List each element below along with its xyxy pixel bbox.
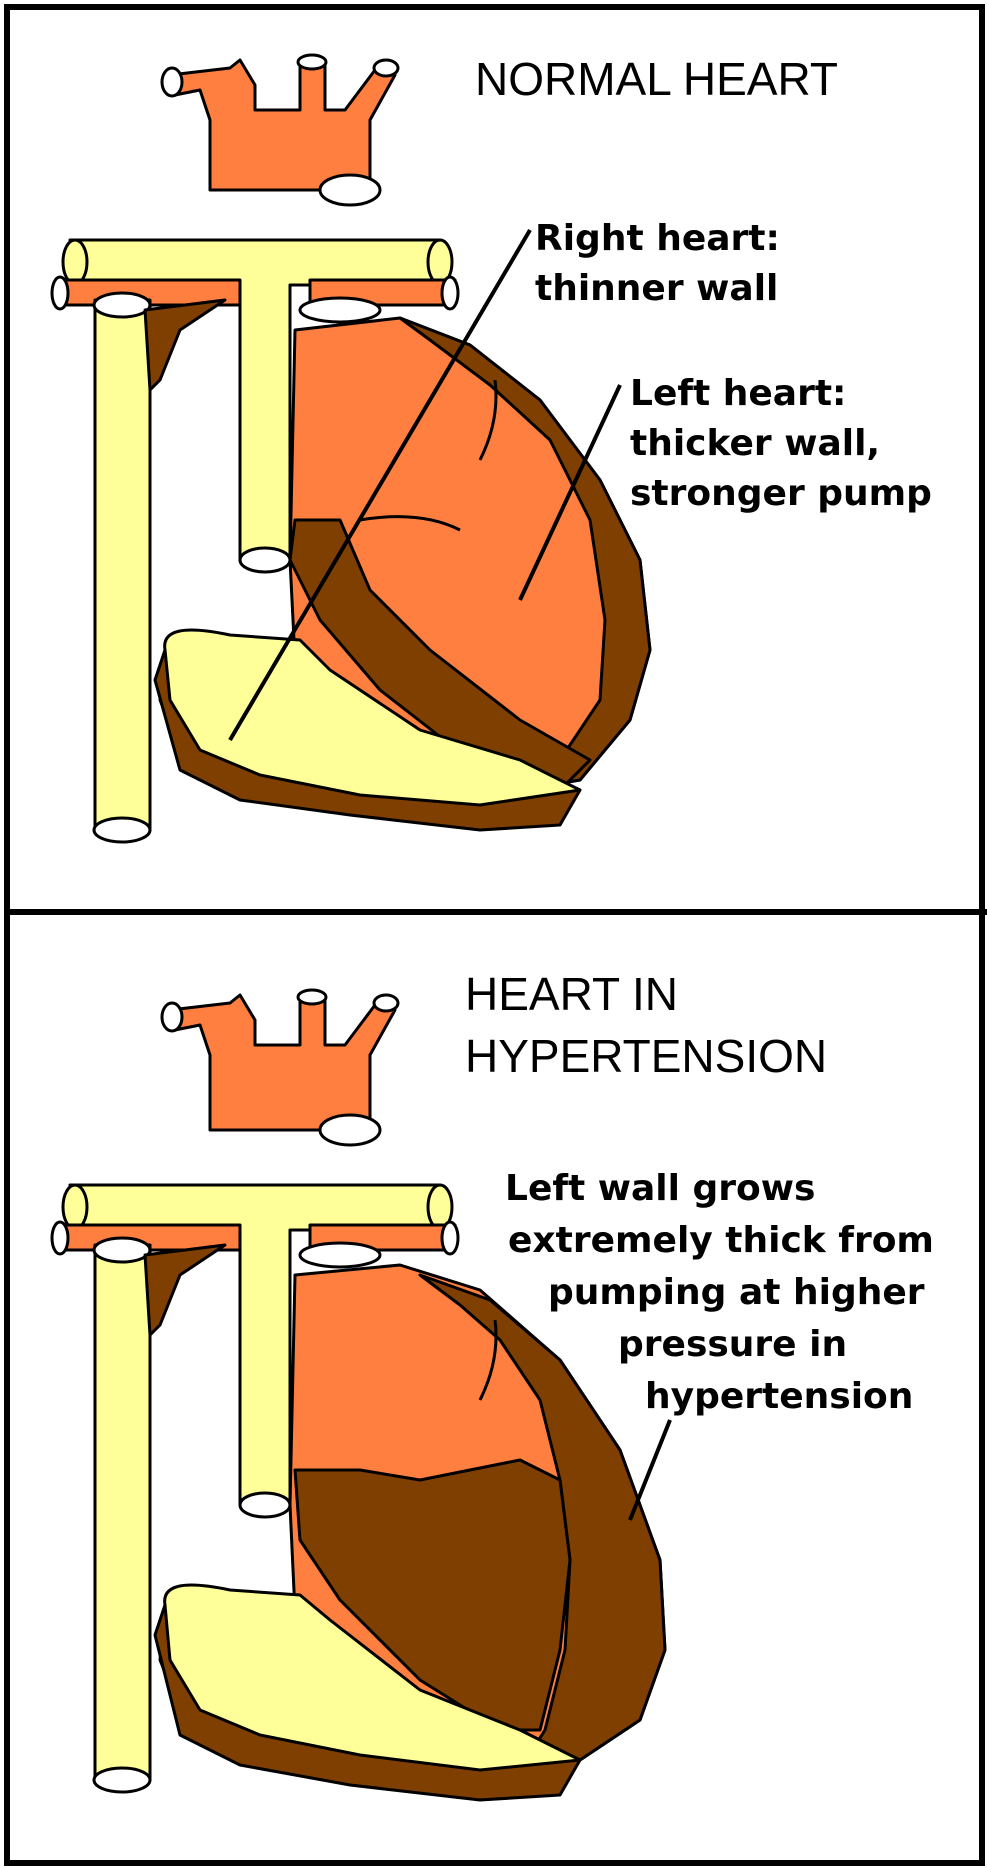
vena-cava <box>95 300 150 830</box>
vessel-opening <box>240 548 290 572</box>
vessel-opening <box>374 995 398 1011</box>
vessel-opening <box>320 175 380 205</box>
vessel-opening <box>298 990 326 1004</box>
vessel-opening <box>63 240 87 284</box>
vessel-opening <box>298 55 326 69</box>
vessel-opening <box>300 298 380 322</box>
vessel-opening <box>240 1493 290 1517</box>
vessel-opening <box>63 1185 87 1229</box>
vessel-opening <box>94 1238 150 1262</box>
vessel-opening <box>52 277 68 309</box>
vessel-opening <box>442 277 458 309</box>
vessel-opening <box>300 1243 380 1267</box>
vessel-opening <box>374 60 398 76</box>
vena-cava <box>95 1245 150 1780</box>
vessel-opening <box>320 1115 380 1145</box>
normal-heart-title: NORMAL HEART <box>475 53 838 105</box>
vessel-opening <box>52 1222 68 1254</box>
vessel-opening <box>442 1222 458 1254</box>
vessel-opening <box>94 293 150 317</box>
vessel-opening <box>162 1003 182 1031</box>
vessel-opening <box>94 1768 150 1792</box>
vessel-opening <box>94 818 150 842</box>
vessel-opening <box>162 68 182 96</box>
